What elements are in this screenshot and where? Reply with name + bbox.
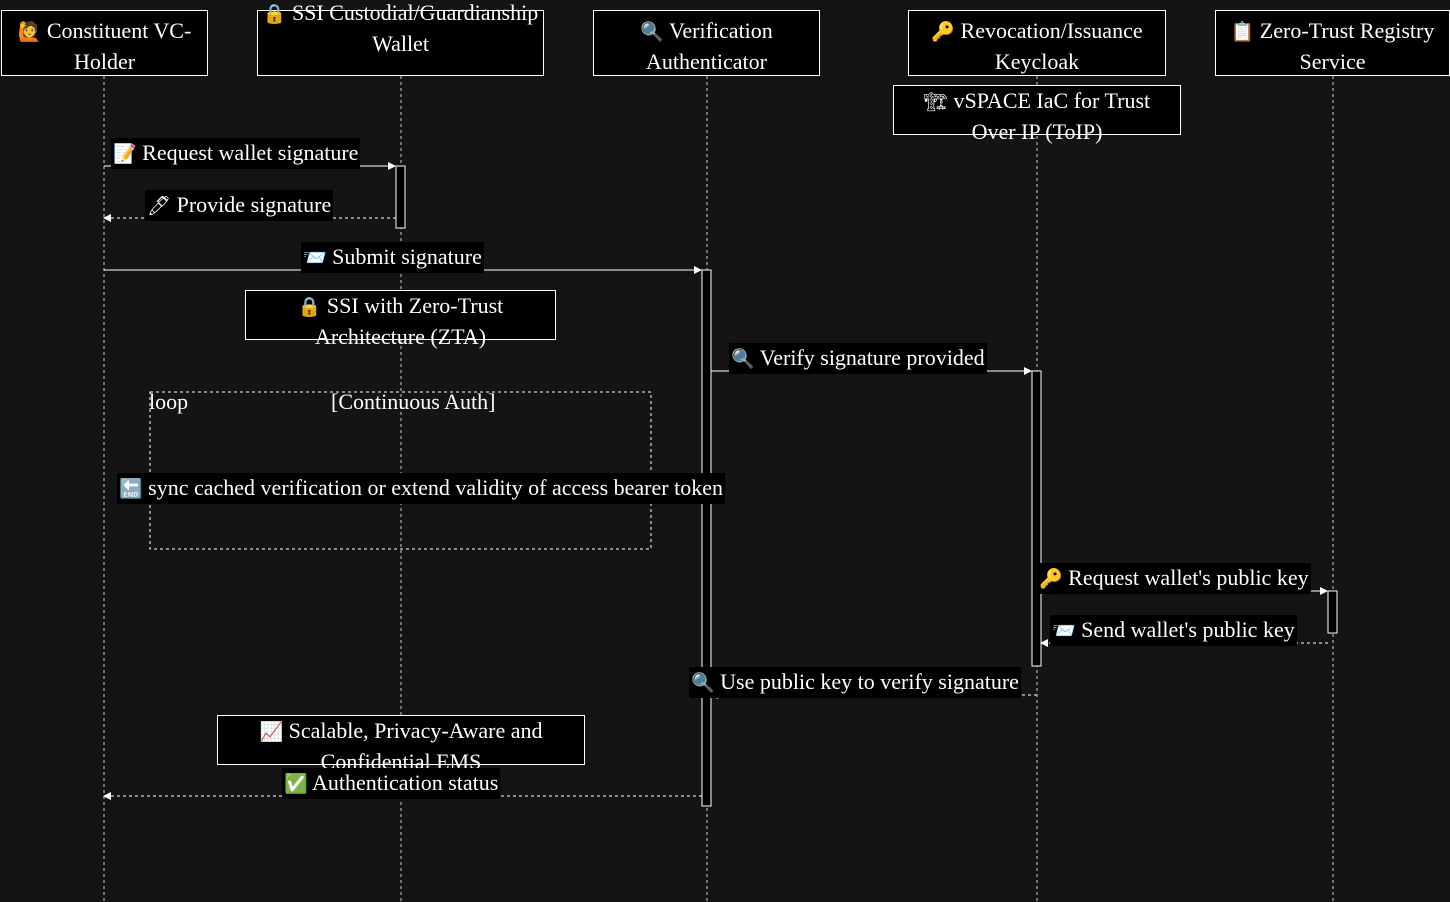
participant-label: Verification Authenticator [646,18,773,74]
end-arrow-icon: 🔚 [119,478,143,500]
participant-holder: 🙋 Constituent VC-Holder [1,10,208,76]
lock-icon: 🔒 [262,3,287,25]
message-request-public-key: 🔑 Request wallet's public key [1037,563,1311,594]
loop-condition: [Continuous Auth] [331,389,496,414]
message-sync-cached-verification: 🔚 sync cached verification or extend val… [117,473,725,504]
participant-keycloak: 🔑 Revocation/Issuance Keycloak [908,10,1166,76]
lock-icon: 🔒 [297,296,322,318]
chart-increasing-icon: 📈 [259,721,284,743]
loop-keyword: loop [149,389,189,414]
message-text: Verify signature provided [759,345,985,370]
incoming-envelope-icon: 📨 [1052,620,1076,642]
participant-label: Revocation/Issuance Keycloak [960,18,1143,74]
magnifying-glass-icon: 🔍 [640,21,664,43]
activation-keycloak [1031,370,1042,667]
activation-auth [701,269,712,807]
clipboard-icon: 📋 [1230,21,1255,43]
message-use-public-key: 🔍 Use public key to verify signature [689,667,1021,698]
note-vspace: 🏗 vSPACE IaC for Trust Over IP (ToIP) [893,85,1181,144]
magnifying-glass-icon: 🔍 [691,672,715,694]
message-text: Request wallet's public key [1068,565,1309,590]
message-send-public-key: 📨 Send wallet's public key [1050,615,1297,646]
participant-label: Constituent VC-Holder [46,18,192,74]
pen-icon: 🖊 [147,195,172,217]
message-text: Authentication status [311,770,499,795]
message-text: Use public key to verify signature [720,669,1019,694]
check-mark-icon: ✅ [284,773,308,795]
incoming-envelope-icon: 📨 [303,247,327,269]
participant-auth: 🔍 Verification Authenticator [593,10,820,76]
activation-wallet [395,165,406,229]
note-zta: 🔒 SSI with Zero-Trust Architecture (ZTA) [245,290,556,349]
note-text: vSPACE IaC for Trust Over IP (ToIP) [953,88,1151,144]
memo-icon: 📝 [113,143,137,165]
person-raising-hand-icon: 🙋 [17,21,42,43]
message-text: Submit signature [332,244,482,269]
note-ems: 📈 Scalable, Privacy-Aware and Confidenti… [217,715,585,774]
message-text: Provide signature [176,192,332,217]
building-construction-icon: 🏗 [923,91,948,113]
message-request-wallet-signature: 📝 Request wallet signature [111,138,361,169]
message-text: sync cached verification or extend valid… [148,475,723,500]
participant-label: SSI Custodial/Guardianship Wallet [291,0,539,56]
message-provide-signature: 🖊 Provide signature [145,190,334,221]
message-text: Send wallet's public key [1081,617,1295,642]
participant-label: Zero-Trust Registry Service [1259,18,1435,74]
magnifying-glass-icon: 🔍 [731,348,755,370]
participant-registry: 📋 Zero-Trust Registry Service [1215,10,1450,76]
key-icon: 🔑 [1039,568,1063,590]
message-authentication-status: ✅ Authentication status [282,768,501,799]
message-submit-signature: 📨 Submit signature [301,242,484,273]
activation-registry [1327,590,1338,634]
message-text: Request wallet signature [142,140,359,165]
participant-wallet: 🔒 SSI Custodial/Guardianship Wallet [257,0,544,76]
message-verify-signature: 🔍 Verify signature provided [729,343,987,374]
note-text: Scalable, Privacy-Aware and Confidential… [288,718,543,774]
key-icon: 🔑 [931,21,956,43]
note-text: SSI with Zero-Trust Architecture (ZTA) [314,293,504,349]
loop-frame [149,391,652,550]
